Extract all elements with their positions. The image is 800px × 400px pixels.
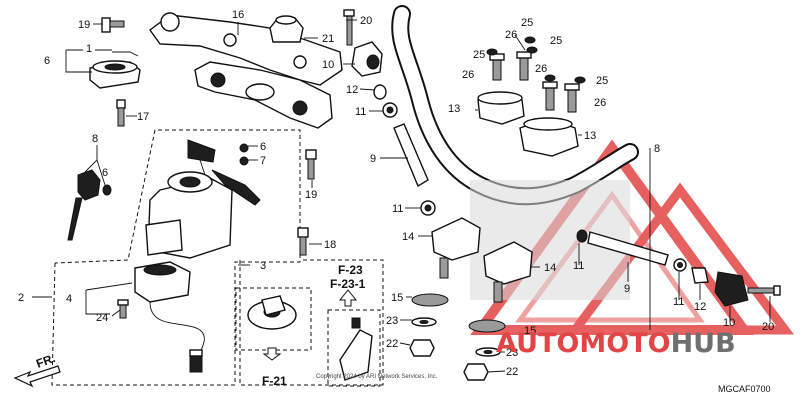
holder-bolt-part bbox=[489, 51, 580, 113]
watermark-auto: AUTO bbox=[496, 328, 579, 359]
callout-25: 25 bbox=[521, 17, 533, 29]
f21-detail bbox=[235, 287, 312, 351]
upper-holder-part bbox=[477, 91, 579, 157]
key-part bbox=[67, 169, 101, 241]
collar-part bbox=[691, 267, 709, 284]
callout-13: 13 bbox=[584, 130, 596, 142]
callout-1: 1 bbox=[86, 43, 92, 55]
callout-26: 26 bbox=[535, 63, 547, 75]
callout-21: 21 bbox=[322, 33, 334, 45]
bolt-cap-part bbox=[486, 36, 586, 84]
bar-end-weight-part bbox=[343, 9, 383, 77]
callout-3: 3 bbox=[260, 260, 266, 272]
callout-20: 20 bbox=[762, 321, 774, 333]
callout-13: 13 bbox=[448, 103, 460, 115]
callout-11: 11 bbox=[355, 106, 366, 118]
callout-2: 2 bbox=[18, 292, 24, 304]
reference-arrow bbox=[262, 289, 358, 361]
callout-4: 4 bbox=[66, 293, 72, 305]
callout-10: 10 bbox=[723, 317, 735, 329]
front-direction-arrow bbox=[13, 365, 61, 388]
callout-9: 9 bbox=[624, 283, 630, 295]
callout-19: 19 bbox=[305, 189, 317, 201]
callout-8: 8 bbox=[654, 143, 660, 155]
collar-part bbox=[373, 84, 387, 100]
callout-10: 10 bbox=[322, 59, 334, 71]
bar-end-weight-part bbox=[714, 271, 781, 307]
nut-part bbox=[409, 339, 489, 381]
callout-20: 20 bbox=[360, 15, 372, 27]
watermark-hub: HUB bbox=[671, 328, 736, 359]
callout-5: 6 bbox=[44, 55, 50, 67]
callout-25: 25 bbox=[596, 75, 608, 87]
watermark-text: AUTOMOTOHUB bbox=[496, 328, 736, 359]
callout-labels: 19 1 6 17 16 21 8 6 6 7 19 18 3 2 4 24 2… bbox=[18, 9, 774, 394]
gear-nut-part bbox=[420, 200, 436, 216]
screw-part bbox=[117, 299, 129, 319]
callout-26: 26 bbox=[594, 97, 606, 109]
watermark-moto: MOTO bbox=[579, 328, 670, 359]
weight-rod-part bbox=[576, 229, 669, 266]
ignition-switch-part bbox=[145, 139, 261, 259]
callout-23: 23 bbox=[386, 315, 398, 327]
sensor-part bbox=[134, 261, 205, 373]
ref-f23: F-23 bbox=[338, 263, 363, 277]
callout-18: 18 bbox=[324, 239, 336, 251]
callout-26: 26 bbox=[505, 29, 517, 41]
leader-lines bbox=[32, 19, 771, 373]
top-bridge-part bbox=[149, 12, 343, 129]
callout-16: 16 bbox=[232, 9, 244, 21]
callout-19: 19 bbox=[78, 19, 90, 31]
callout-6: 7 bbox=[260, 155, 266, 167]
callout-17: 17 bbox=[137, 111, 149, 123]
callout-11: 11 bbox=[392, 203, 403, 215]
f23-detail bbox=[327, 309, 381, 387]
gear-nut-part bbox=[382, 102, 398, 118]
callout-14: 14 bbox=[402, 231, 414, 243]
callout-6: 6 bbox=[102, 167, 108, 179]
callout-12: 12 bbox=[346, 84, 358, 96]
gear-nut-part bbox=[673, 258, 687, 272]
stem-nut-part bbox=[89, 51, 141, 89]
callout-23: 23 bbox=[506, 347, 518, 359]
callout-25: 25 bbox=[550, 35, 562, 47]
diagram-code: MGCAF0700 bbox=[718, 384, 771, 394]
callout-9: 9 bbox=[370, 153, 376, 165]
callout-22: 22 bbox=[506, 366, 518, 378]
callout-26: 26 bbox=[462, 69, 474, 81]
bolt-part bbox=[116, 99, 126, 127]
cap-nut-part bbox=[269, 15, 304, 43]
callout-22: 22 bbox=[386, 338, 398, 350]
lower-holder-part bbox=[431, 217, 533, 303]
callout-24: 24 bbox=[96, 312, 108, 324]
screw-part bbox=[102, 143, 249, 196]
bolt-part bbox=[101, 17, 125, 33]
callout-11: 11 bbox=[573, 260, 584, 272]
callout-7: 8 bbox=[92, 133, 98, 145]
svg-text:AUTOMOTOHUB: AUTOMOTOHUB bbox=[496, 328, 736, 359]
bolt-part bbox=[305, 149, 317, 180]
callout-6: 6 bbox=[260, 141, 266, 153]
weight-rod-part bbox=[393, 123, 429, 188]
callout-12: 12 bbox=[694, 301, 706, 313]
copyright-text: Copyright 2024 by ARI Network Services, … bbox=[316, 374, 438, 380]
ref-f21: F-21 bbox=[262, 374, 287, 388]
ignition-group-boundary bbox=[51, 129, 384, 386]
callout-25: 25 bbox=[473, 49, 485, 61]
callout-15: 15 bbox=[391, 292, 403, 304]
bolt-part bbox=[297, 227, 309, 256]
ref-f23-1: F-23-1 bbox=[330, 277, 366, 291]
callout-11: 11 bbox=[673, 296, 684, 308]
fr-label: FR. bbox=[34, 351, 57, 371]
callout-15: 15 bbox=[524, 325, 536, 337]
rubber-bushing-part bbox=[411, 293, 506, 333]
callout-14: 14 bbox=[544, 262, 556, 274]
